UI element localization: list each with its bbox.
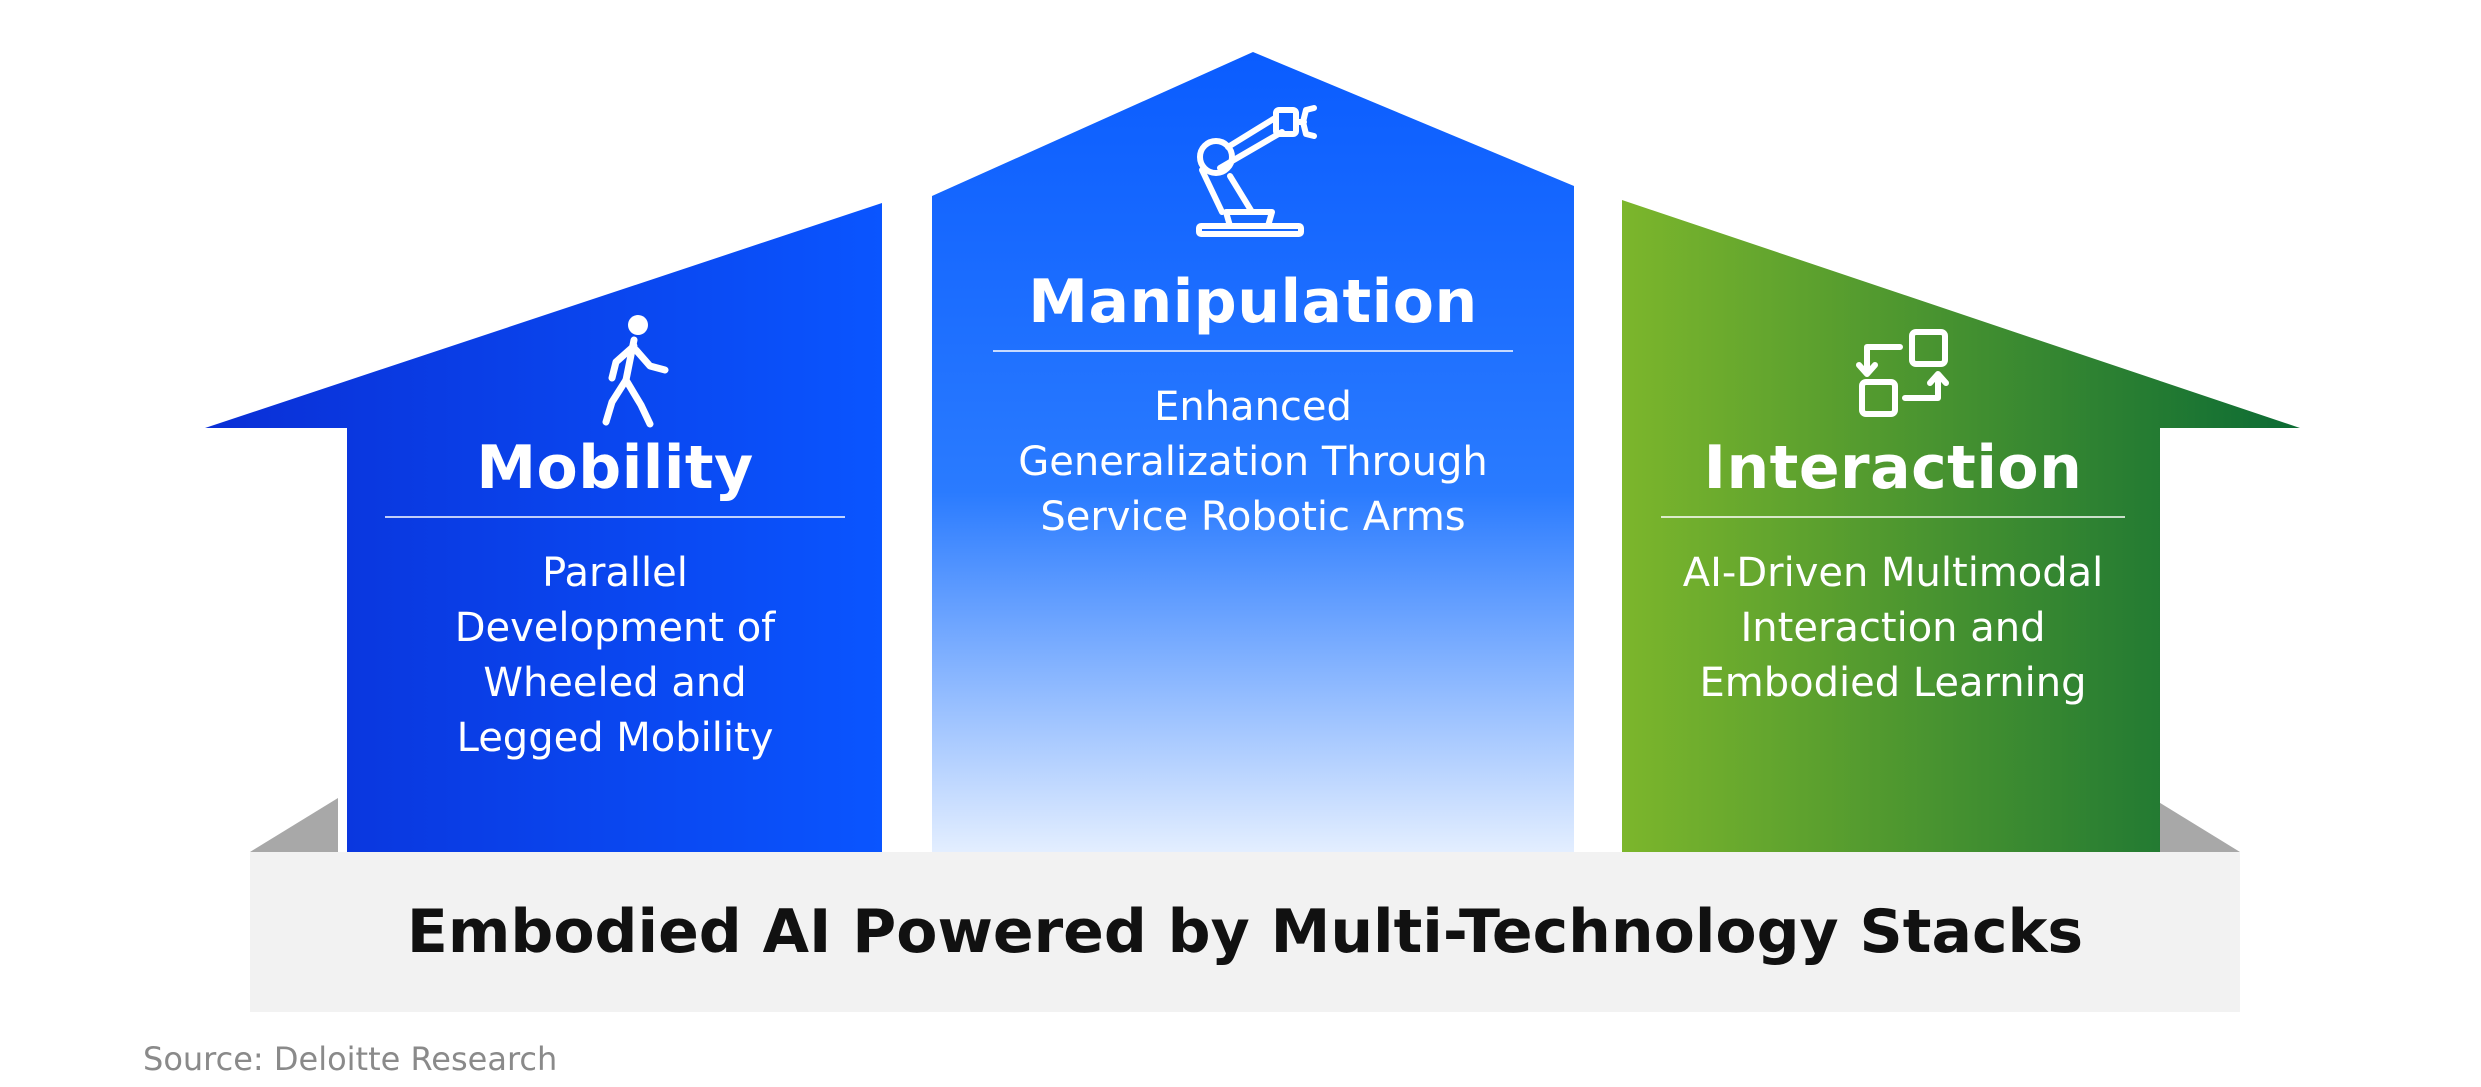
mobility-title: Mobility — [476, 433, 754, 503]
interaction-divider — [1661, 516, 2125, 518]
interaction-description: AI-Driven Multimodal Interaction and Emb… — [1638, 546, 2148, 711]
manipulation-description-line: Generalization Through — [1018, 439, 1488, 485]
mobility-description-line: Parallel — [542, 550, 688, 596]
interaction-cycle-icon — [1856, 329, 1949, 417]
source-note: Source: Deloitte Research — [143, 1040, 558, 1078]
interaction-description-line: Interaction and — [1740, 605, 2046, 651]
interaction-pillar-shape — [1622, 200, 2300, 852]
interaction-text-block: Interaction AI-Driven Multimodal Interac… — [1638, 432, 2148, 711]
manipulation-description: Enhanced Generalization Through Service … — [993, 380, 1513, 545]
left-shadow-wedge — [250, 798, 338, 852]
base-title: Embodied AI Powered by Multi-Technology … — [406, 897, 2084, 967]
mobility-description-line: Legged Mobility — [456, 715, 774, 761]
mobility-description: Parallel Development of Wheeled and Legg… — [385, 546, 845, 766]
right-shadow-wedge — [2152, 798, 2240, 852]
walking-person-icon — [602, 315, 669, 428]
base-platform — [250, 852, 2240, 1012]
robotic-arm-icon — [1196, 105, 1317, 237]
mobility-pillar-shape — [205, 203, 882, 852]
manipulation-title: Manipulation — [1028, 267, 1478, 337]
manipulation-description-line: Enhanced — [1154, 384, 1352, 430]
interaction-title: Interaction — [1703, 433, 2083, 503]
mobility-description-line: Development of — [454, 605, 776, 651]
mobility-divider — [385, 516, 845, 518]
manipulation-divider — [993, 350, 1513, 352]
manipulation-text-block: Manipulation Enhanced Generalization Thr… — [993, 266, 1513, 545]
mobility-description-line: Wheeled and — [483, 660, 747, 706]
manipulation-pillar-shape — [932, 52, 1574, 852]
interaction-description-line: Embodied Learning — [1699, 660, 2087, 706]
mobility-text-block: Mobility Parallel Development of Wheeled… — [385, 432, 845, 766]
manipulation-description-line: Service Robotic Arms — [1040, 494, 1466, 540]
interaction-description-line: AI-Driven Multimodal — [1682, 550, 2104, 596]
